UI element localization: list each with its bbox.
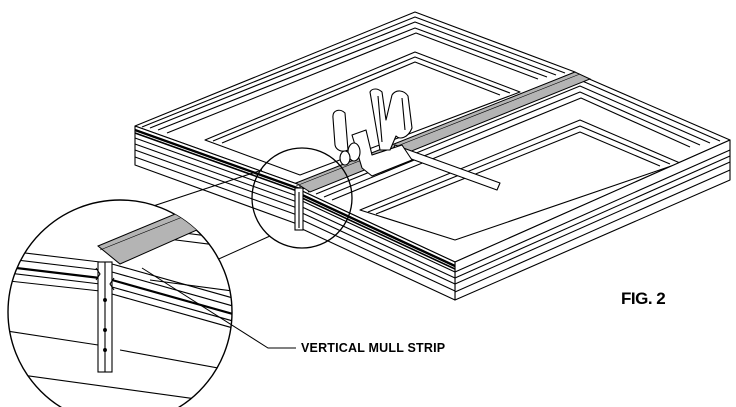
figure-number-label: FIG. 2 <box>621 289 666 308</box>
callout-leader-line <box>141 267 296 349</box>
mull-joint <box>294 187 304 231</box>
mull-strip-callout-label: VERTICAL MULL STRIP <box>301 341 446 355</box>
clamp-tool <box>332 88 501 191</box>
detail-marker-circle <box>251 147 353 249</box>
detail-leader-lower <box>211 235 271 263</box>
left-window-frame <box>134 11 576 226</box>
right-window-frame <box>299 74 731 301</box>
enlarged-detail-circle <box>7 199 233 407</box>
